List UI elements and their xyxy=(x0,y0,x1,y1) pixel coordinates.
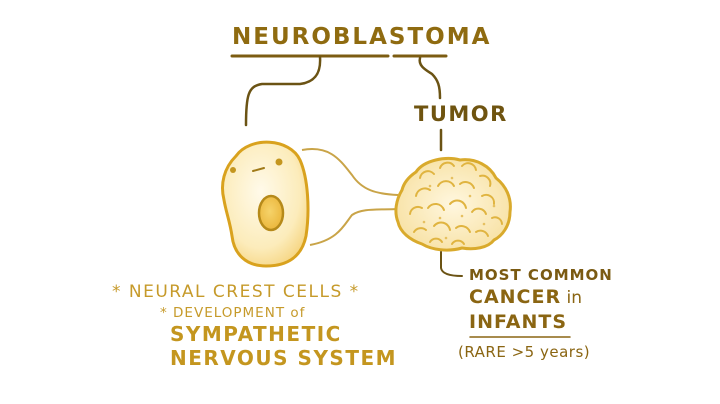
connector-title-to-tumor xyxy=(418,56,442,100)
cell-mouth xyxy=(252,167,265,172)
cell-eye-right xyxy=(275,158,283,166)
in-word: in xyxy=(561,288,583,308)
infants-label: INFANTS xyxy=(469,311,568,333)
neural-crest-cell xyxy=(221,140,310,268)
connector-title-to-cell xyxy=(244,55,322,127)
tumor-mass xyxy=(394,157,512,252)
connector-tumor-to-note xyxy=(440,251,463,277)
sympathetic-label: SYMPATHETIC xyxy=(170,322,342,346)
most-common-label: MOST COMMON xyxy=(469,266,613,284)
tumor-label: TUMOR xyxy=(414,102,508,126)
cell-eye-left xyxy=(230,167,236,173)
cancer-word: CANCER xyxy=(469,286,562,308)
development-label: * DEVELOPMENT of xyxy=(160,305,306,321)
neural-crest-cells-label: * NEURAL CREST CELLS * xyxy=(112,282,360,302)
diagram-title: NEUROBLASTOMA xyxy=(232,24,492,50)
connector-cell-to-tumor xyxy=(301,148,399,246)
rare-over-5-label: (RARE >5 years) xyxy=(458,343,591,361)
nervous-system-label: NERVOUS SYSTEM xyxy=(170,346,398,370)
cancer-in-label: CANCER in xyxy=(469,286,582,308)
cell-nucleus xyxy=(257,194,285,232)
